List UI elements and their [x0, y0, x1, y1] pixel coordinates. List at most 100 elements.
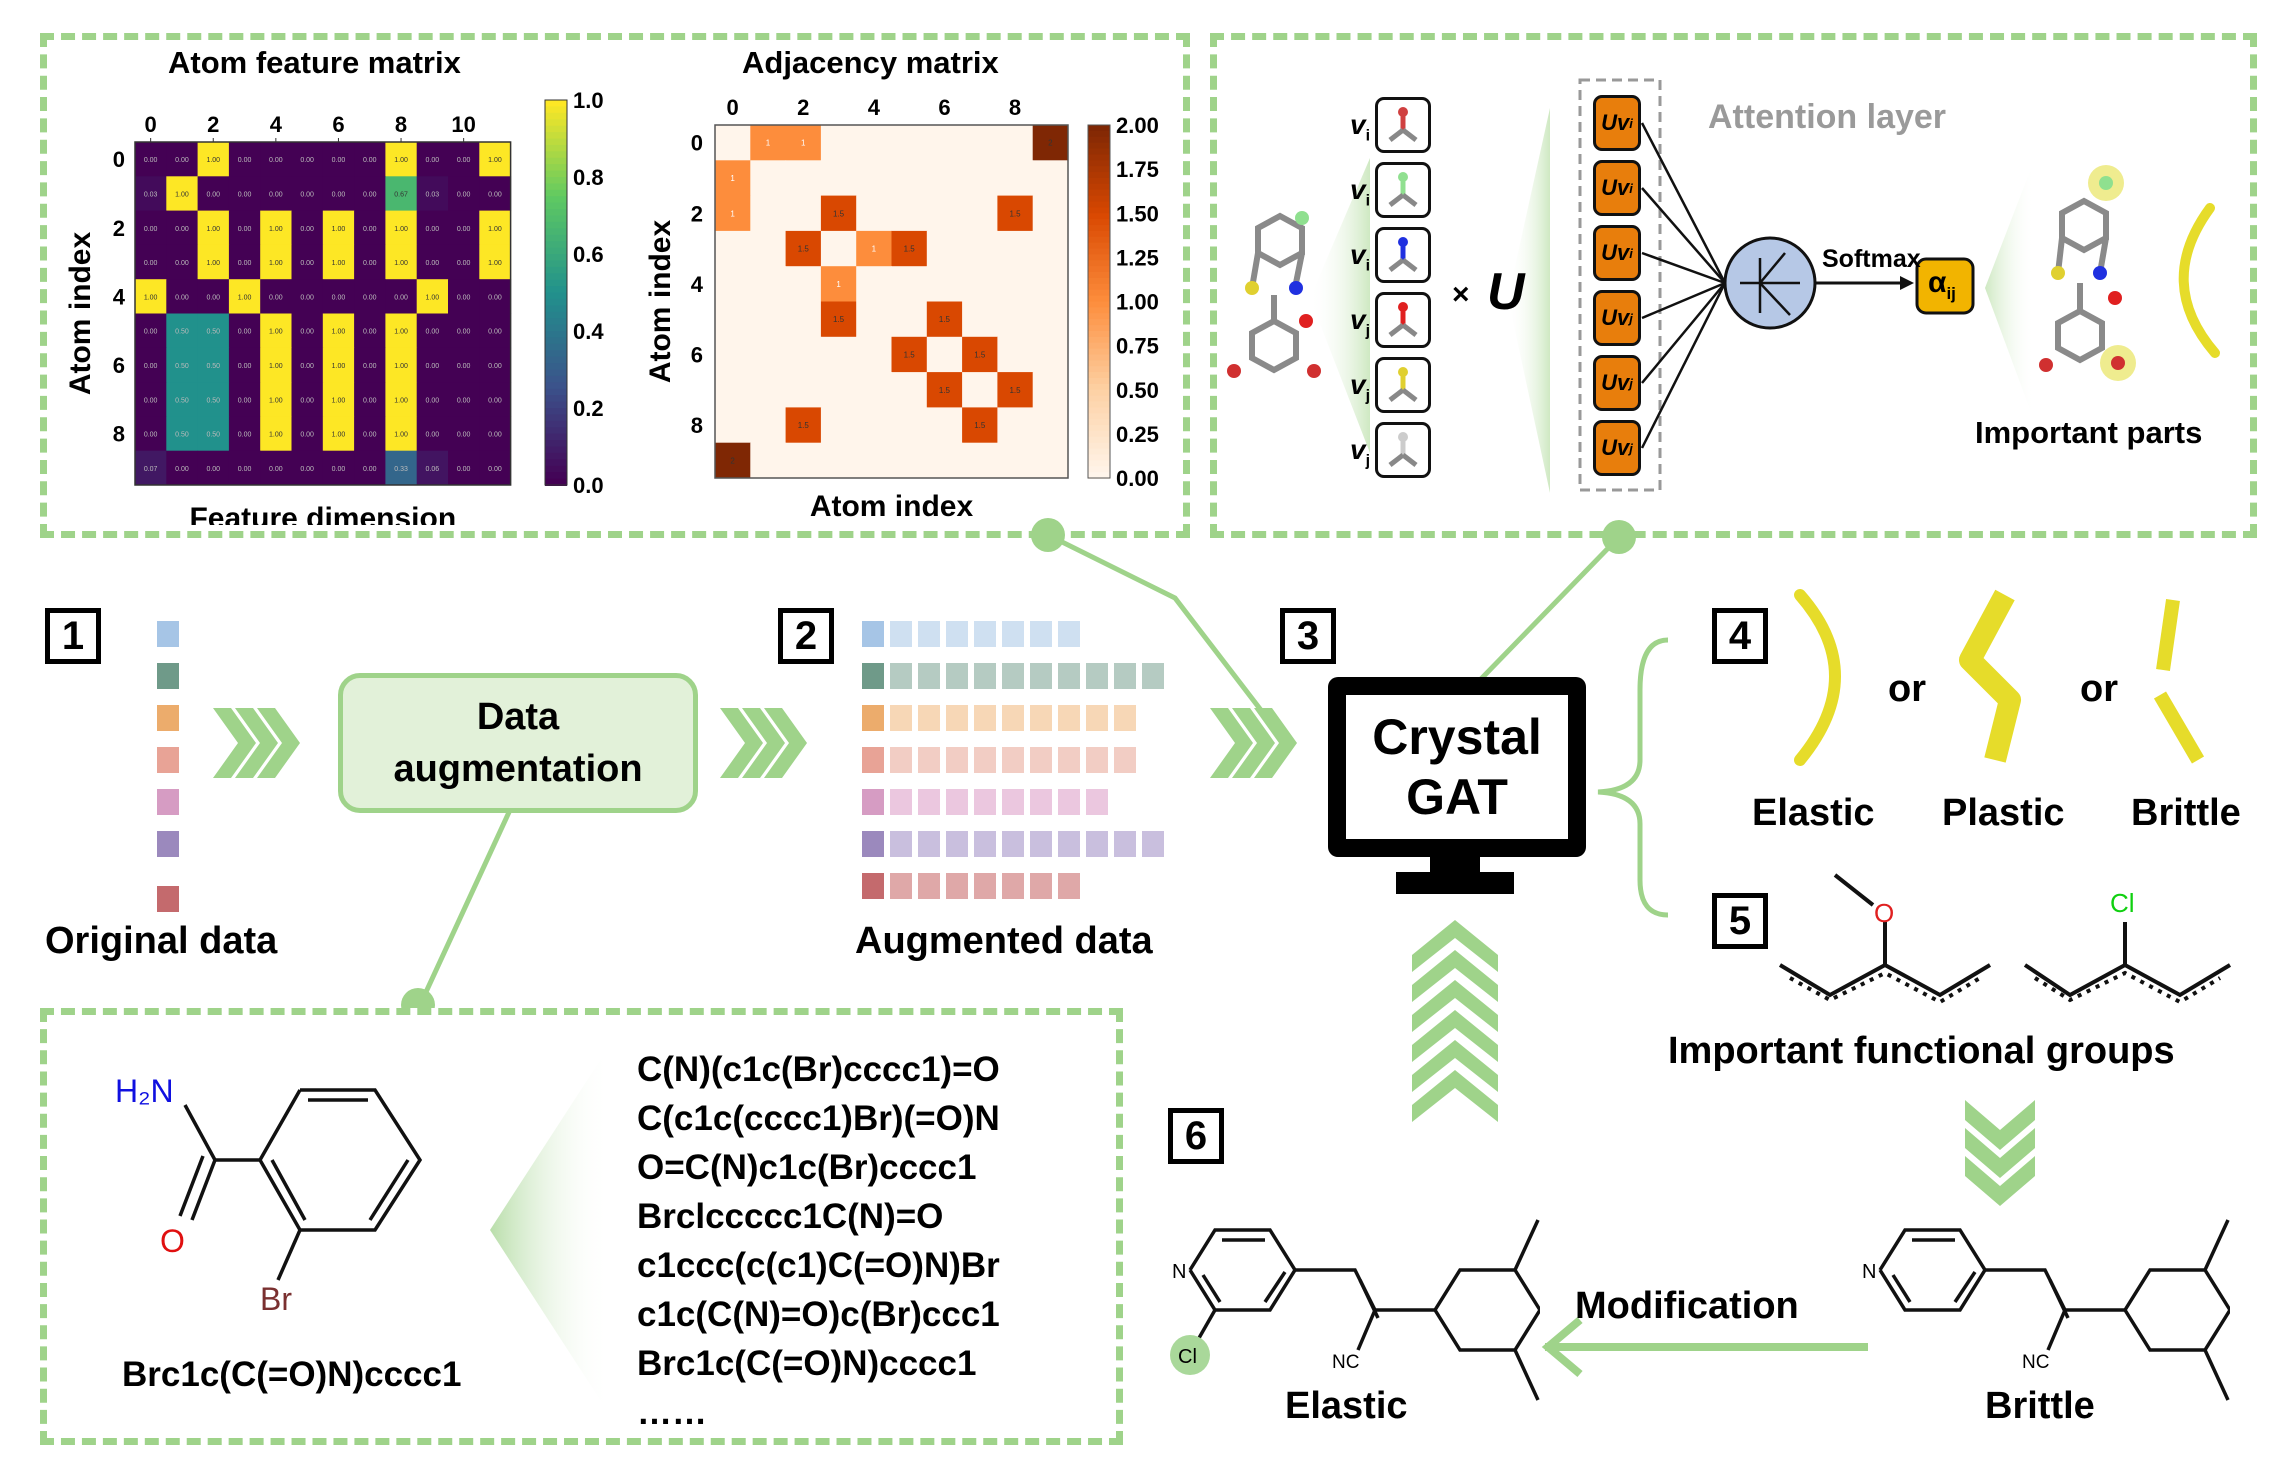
- colorbar-segment: [545, 260, 567, 268]
- heatmap-cell: [228, 244, 261, 280]
- heatmap-cell: [416, 313, 449, 349]
- colorbar-tick-label: 2.00: [1116, 113, 1159, 138]
- heatmap-cell: [785, 442, 822, 479]
- heatmap-cell: [820, 195, 857, 232]
- colorbar-segment: [1088, 454, 1110, 462]
- heatmap-cell: [385, 382, 418, 417]
- heatmap-cell: [448, 416, 480, 452]
- colorbar-segment: [1088, 272, 1110, 279]
- colorbar-segment: [1088, 148, 1110, 156]
- heatmap-cell: [354, 279, 386, 314]
- y-tick-label: 2: [691, 201, 703, 226]
- nitrogen-fragment-icon: [1375, 227, 1431, 283]
- colorbar-tick-label: 1.25: [1116, 245, 1159, 270]
- y-tick-label: 4: [691, 272, 704, 297]
- heatmap-cell: [416, 450, 449, 486]
- augmented-data-row: [862, 663, 1164, 689]
- augmented-data-item: [1030, 873, 1052, 899]
- colorbar-segment: [1088, 195, 1110, 203]
- attention-edge: [1641, 251, 1726, 285]
- cell-value-label: 0.00: [426, 432, 440, 439]
- colorbar-segment: [1088, 366, 1110, 374]
- colorbar-segment: [545, 350, 567, 358]
- colorbar-segment: [545, 189, 567, 198]
- colorbar-segment: [1088, 201, 1110, 209]
- augmented-data-item: [862, 621, 884, 647]
- augmented-data-item: [974, 789, 996, 815]
- cell-value-label: 0.00: [332, 191, 346, 198]
- colorbar-segment: [545, 151, 567, 159]
- heatmap-cell: [891, 407, 928, 444]
- colorbar-segment: [545, 286, 567, 294]
- heatmap-cell: [291, 210, 324, 246]
- cell-value-label: 1.00: [394, 363, 408, 370]
- bromine-atom-label: Br: [260, 1281, 292, 1310]
- colorbar-segment: [1088, 183, 1110, 191]
- augmented-data-item: [890, 747, 912, 773]
- colorbar-segment: [545, 433, 567, 442]
- x-tick-label: 6: [938, 95, 950, 120]
- heatmap-cell: [260, 382, 292, 417]
- heatmap-cell: [135, 142, 167, 177]
- nitrogen-atom-label: N: [1862, 1261, 1876, 1283]
- crystal-gat-line2: GAT: [1406, 769, 1508, 825]
- heatmap-cell: [260, 450, 292, 486]
- heatmap-cell: [997, 442, 1034, 479]
- augmented-data-item: [946, 873, 968, 899]
- colorbar-segment: [1088, 313, 1110, 321]
- augmented-data-item: [1058, 873, 1080, 899]
- heatmap-cell: [715, 195, 751, 232]
- cell-value-label: 0.00: [300, 157, 314, 164]
- heatmap-cell: [354, 176, 386, 212]
- heatmap-cell: [820, 407, 857, 444]
- heatmap-cell: [291, 176, 324, 212]
- cell-value-label: 0.00: [457, 294, 471, 301]
- y-tick-label: 0: [113, 147, 125, 172]
- cell-value-label: 0.00: [206, 191, 220, 198]
- cell-value-label: 0.00: [488, 363, 502, 370]
- cell-value-label: 0.00: [238, 191, 252, 198]
- cell-value-label: 0.00: [300, 294, 314, 301]
- colorbar-segment: [1088, 266, 1110, 274]
- cell-value-label: 1.5: [833, 209, 845, 218]
- heatmap-cell: [322, 416, 355, 452]
- cell-value-label: 0.00: [300, 260, 314, 267]
- heatmap-cell: [715, 336, 751, 373]
- original-data-item: [157, 705, 179, 731]
- heatmap-cell: [962, 407, 998, 444]
- cell-value-label: 1.00: [426, 294, 440, 301]
- colorbar-segment: [545, 241, 567, 249]
- elastic-molecule-label: Elastic: [1285, 1385, 1408, 1427]
- colorbar-segment: [1088, 330, 1110, 338]
- colorbar-segment: [545, 106, 567, 114]
- cell-value-label: 0.00: [144, 363, 158, 370]
- heatmap-cell: [228, 142, 261, 177]
- x-tick-label: 10: [451, 112, 475, 137]
- augmented-data-item: [1142, 663, 1164, 689]
- aggregation-node: [1723, 236, 1817, 330]
- step-3-badge: 3: [1280, 608, 1336, 664]
- colorbar-segment: [545, 228, 567, 236]
- heatmap-cell: [891, 372, 928, 408]
- cell-value-label: 0.50: [175, 329, 189, 336]
- heatmap-cell: [228, 279, 261, 314]
- heatmap-cell: [260, 416, 292, 452]
- colorbar-segment: [545, 427, 567, 435]
- vector-label: vj: [1350, 369, 1371, 405]
- heatmap-cell: [135, 416, 167, 452]
- heatmap-cell: [135, 244, 167, 280]
- heatmap-cell: [416, 244, 449, 280]
- colorbar-segment: [1088, 254, 1110, 262]
- heatmap-cell: [962, 195, 998, 232]
- cell-value-label: 0.00: [175, 466, 189, 473]
- heatmap-cell: [997, 336, 1034, 373]
- cell-value-label: 0.50: [206, 329, 220, 336]
- heatmap-cell: [479, 382, 512, 417]
- augmented-data-item: [1114, 663, 1136, 689]
- cell-value-label: 0.07: [144, 466, 158, 473]
- augmented-data-item: [946, 747, 968, 773]
- heatmap-cell: [1032, 195, 1069, 232]
- cell-value-label: 0.00: [269, 191, 283, 198]
- heatmap-cell: [260, 142, 292, 177]
- heatmap-cell: [750, 266, 787, 302]
